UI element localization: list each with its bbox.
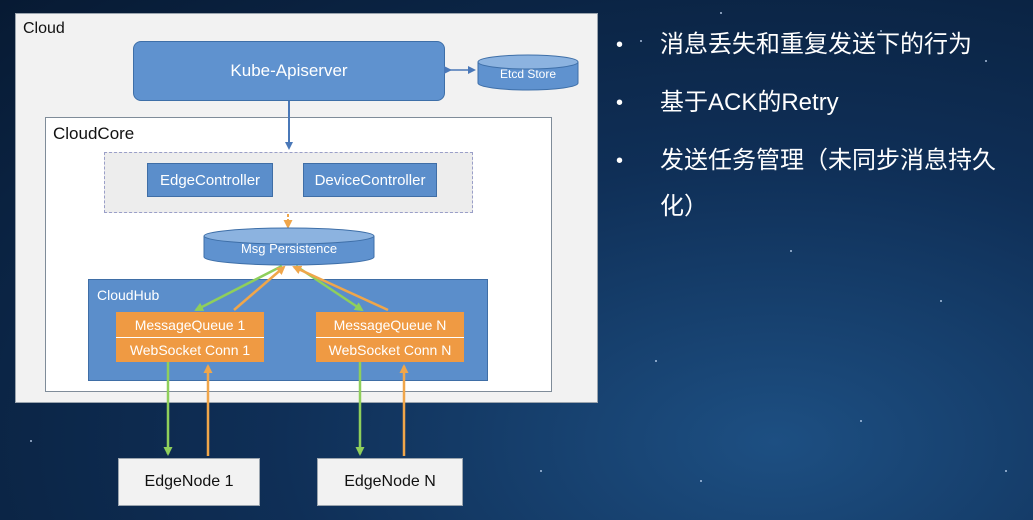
message-queue-1: MessageQueue 1 xyxy=(116,312,264,338)
websocket-conn-n-label: WebSocket Conn N xyxy=(328,342,452,358)
bullet-marker: • xyxy=(616,34,624,56)
kube-apiserver-box: Kube-Apiserver xyxy=(133,41,445,101)
bullet-text: 消息丢失和重复发送下的行为 xyxy=(660,31,972,58)
bullet-text: 发送任务管理（未同步消息持久化） xyxy=(660,147,996,220)
cloudcore-label: CloudCore xyxy=(53,124,135,143)
message-queue-1-label: MessageQueue 1 xyxy=(134,316,246,333)
message-queue-n: MessageQueue N xyxy=(316,312,464,338)
device-controller-box: DeviceController xyxy=(303,163,437,197)
bullet-marker: • xyxy=(616,150,624,172)
cloud-label: Cloud xyxy=(23,20,65,37)
websocket-conn-1: WebSocket Conn 1 xyxy=(116,338,264,362)
edge-controller-label: EdgeController xyxy=(159,171,261,189)
bullet-item: • 基于ACK的Retry xyxy=(612,80,1022,126)
bullet-item: • 发送任务管理（未同步消息持久化） xyxy=(612,138,1022,230)
queuen-persistence-arrow xyxy=(292,265,389,312)
websocket-conn-1-label: WebSocket Conn 1 xyxy=(129,342,251,358)
msg-persistence-cylinder: Msg Persistence xyxy=(203,227,375,266)
queue1-persistence-arrow xyxy=(233,265,286,311)
edge-controller-box: EdgeController xyxy=(147,163,273,197)
bullet-marker: • xyxy=(616,92,624,114)
cloudhub-label: CloudHub xyxy=(97,287,160,303)
bullet-list: • 消息丢失和重复发送下的行为 • 基于ACK的Retry • 发送任务管理（未… xyxy=(612,22,1022,242)
etcd-store-cylinder: Etcd Store xyxy=(477,54,579,91)
etcd-store-label: Etcd Store xyxy=(500,67,556,81)
bullet-item: • 消息丢失和重复发送下的行为 xyxy=(612,22,1022,68)
edgenode-n-label: EdgeNode N xyxy=(344,473,436,490)
msg-persistence-label: Msg Persistence xyxy=(241,241,337,256)
kube-apiserver-label: Kube-Apiserver xyxy=(230,61,348,80)
edgenode-n-box: EdgeNode N xyxy=(317,458,463,506)
device-controller-label: DeviceController xyxy=(314,171,426,189)
edgenode-1-label: EdgeNode 1 xyxy=(144,473,234,490)
edgenode-1-box: EdgeNode 1 xyxy=(118,458,260,506)
message-queue-n-label: MessageQueue N xyxy=(333,316,447,333)
persistence-queue1-arrow xyxy=(194,264,283,312)
bullet-text: 基于ACK的Retry xyxy=(660,89,839,116)
websocket-conn-n: WebSocket Conn N xyxy=(316,338,464,362)
